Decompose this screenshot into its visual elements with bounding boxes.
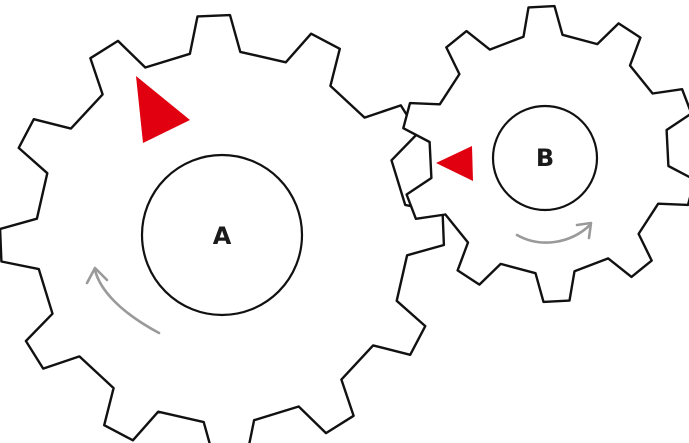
gear-b-label: B <box>536 144 554 172</box>
gear-a-label: A <box>213 222 232 250</box>
